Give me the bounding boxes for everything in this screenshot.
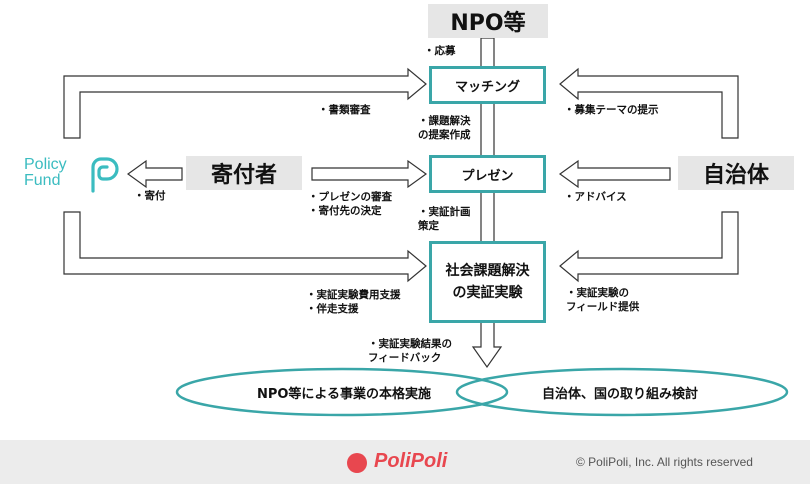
npo-box: NPO等 bbox=[428, 4, 548, 38]
local-gov-box: 自治体 bbox=[678, 156, 794, 190]
matching-box: マッチング bbox=[429, 66, 546, 104]
presentation-box: プレゼン bbox=[429, 155, 546, 193]
note-advice: ・アドバイス bbox=[564, 191, 627, 203]
arrow-gov-to-matching bbox=[559, 67, 739, 139]
demonstration-box: 社会課題解決 の実証実験 bbox=[429, 241, 546, 323]
outcome-left-label: NPO等による事業の本格実施 bbox=[256, 387, 432, 402]
note-theme: ・募集テーマの提示 bbox=[564, 104, 659, 116]
arrow-fund-to-demo bbox=[63, 211, 427, 283]
note-pres-review: ・プレゼンの審査 ・寄付先の決定 bbox=[308, 191, 392, 217]
footer-brand: PoliPoli bbox=[374, 450, 448, 472]
note-donation: ・寄付 bbox=[134, 190, 166, 202]
arrow-gov-to-pres bbox=[558, 159, 671, 189]
arrow-fund-to-matching bbox=[63, 67, 427, 139]
note-plan: ・実証計画 策定 bbox=[418, 206, 471, 232]
outcome-right-label: 自治体、国の取り組み検討 bbox=[541, 387, 698, 402]
note-field: ・実証実験の フィールド提供 bbox=[566, 287, 640, 313]
arrow-donor-to-pres bbox=[311, 159, 428, 189]
note-apply: ・応募 bbox=[424, 45, 456, 57]
footer-copyright: © PoliPoli, Inc. All rights reserved bbox=[576, 455, 753, 469]
note-cost-support: ・実証実験費用支援 ・伴走支援 bbox=[306, 289, 401, 315]
note-doc-review: ・書類審査 bbox=[318, 104, 371, 116]
policy-fund-p-icon bbox=[91, 157, 119, 193]
outcome-ellipse-left bbox=[175, 367, 509, 417]
note-feedback: ・実証実験結果の フィードバック bbox=[368, 338, 452, 364]
policy-fund-logo-line2: Fund bbox=[24, 172, 61, 189]
note-proposal: ・課題解決 の提案作成 bbox=[418, 115, 471, 141]
arrow-donor-to-fund bbox=[126, 159, 183, 189]
donor-box: 寄付者 bbox=[186, 156, 302, 190]
arrow-gov-to-demo bbox=[559, 211, 739, 283]
outcome-ellipse-right bbox=[455, 367, 789, 417]
policy-fund-logo: Policy Fund bbox=[24, 157, 124, 197]
flow-arrows bbox=[63, 37, 789, 417]
policy-fund-logo-line1: Policy bbox=[24, 156, 67, 173]
polipoli-mark-icon bbox=[347, 453, 367, 473]
footer: PoliPoli © PoliPoli, Inc. All rights res… bbox=[0, 440, 810, 484]
